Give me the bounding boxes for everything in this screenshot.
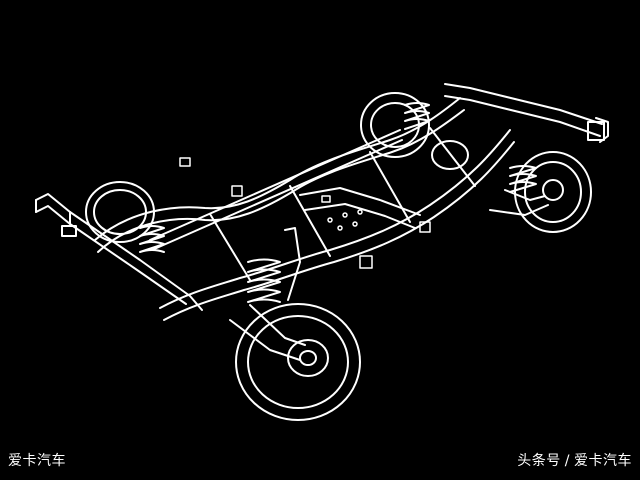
watermark-brand: 爱卡汽车 (574, 453, 632, 469)
watermark-left: 爱卡汽车 (8, 450, 66, 470)
right-frame-rail (159, 129, 515, 321)
front-coil-spring (247, 165, 537, 303)
front-suspension-arms (229, 189, 549, 361)
left-frame-rail (94, 97, 465, 253)
frame-brackets (179, 157, 431, 269)
cross-braces (209, 127, 476, 281)
front-crossmember (444, 83, 609, 143)
watermark-separator: / (564, 453, 570, 469)
rear-crossmember (35, 193, 203, 311)
front-left-wheel (235, 303, 361, 421)
watermark-platform: 头条号 (517, 453, 561, 469)
front-right-wheel (514, 151, 592, 233)
watermark-right: 头条号/爱卡汽车 (517, 450, 632, 470)
watermark-left-text: 爱卡汽车 (8, 453, 66, 469)
rear-axle (149, 129, 469, 251)
rear-left-wheel (85, 181, 155, 243)
